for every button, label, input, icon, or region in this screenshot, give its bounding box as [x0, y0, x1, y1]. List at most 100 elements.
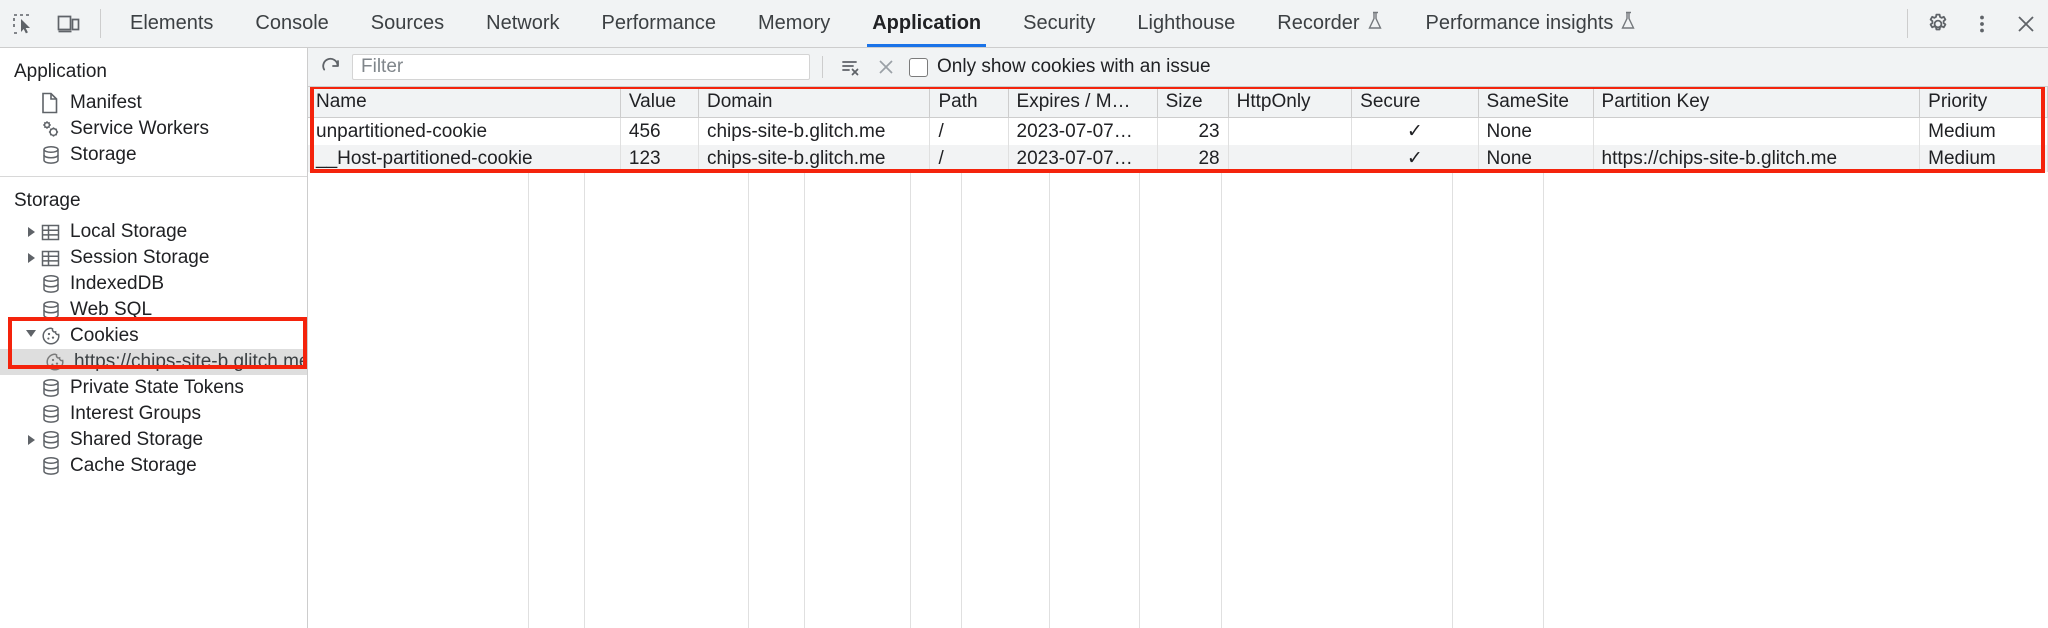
- filter-placeholder: Filter: [361, 56, 404, 77]
- cell-secure: ✓: [1351, 117, 1479, 145]
- sidebar-item-cookies[interactable]: Cookies: [0, 323, 307, 349]
- tab-lighthouse[interactable]: Lighthouse: [1116, 0, 1256, 47]
- cell-size: 28: [1157, 145, 1229, 172]
- sidebar-item-private-state-tokens[interactable]: Private State Tokens: [0, 375, 307, 401]
- sidebar-item-label: Session Storage: [70, 247, 210, 268]
- chevron-right-icon[interactable]: [22, 227, 40, 237]
- cell-value: 456: [620, 117, 699, 145]
- tab-label: Recorder: [1277, 12, 1360, 34]
- cookies-table: Name Value Domain Path Expires / M… Size…: [308, 87, 2048, 172]
- inspect-element-icon[interactable]: [0, 0, 46, 47]
- tab-performance[interactable]: Performance: [581, 0, 738, 47]
- cookies-table-wrapper: Name Value Domain Path Expires / M… Size…: [308, 87, 2048, 628]
- cell-domain: chips-site-b.glitch.me: [698, 117, 931, 145]
- column-header-name[interactable]: Name: [308, 87, 621, 118]
- manifest-document-icon: [40, 92, 66, 114]
- tab-memory[interactable]: Memory: [737, 0, 851, 47]
- sidebar-item-label: Storage: [70, 144, 137, 165]
- sidebar-item-local-storage[interactable]: Local Storage: [0, 219, 307, 245]
- sidebar-item-web-sql[interactable]: Web SQL: [0, 297, 307, 323]
- tab-label: Memory: [758, 12, 831, 34]
- chevron-down-icon[interactable]: [22, 330, 40, 342]
- cell-value: 123: [620, 145, 699, 172]
- tab-security[interactable]: Security: [1002, 0, 1116, 47]
- cell-path: /: [929, 117, 1009, 145]
- sidebar-item-session-storage[interactable]: Session Storage: [0, 245, 307, 271]
- chevron-right-icon[interactable]: [22, 253, 40, 263]
- tab-label: Elements: [130, 12, 214, 34]
- database-icon: [40, 144, 66, 166]
- cell-expires: 2023-07-07…: [1008, 145, 1158, 172]
- tab-label: Console: [255, 12, 329, 34]
- service-workers-gears-icon: [40, 118, 66, 140]
- column-header-priority[interactable]: Priority: [1919, 87, 2048, 118]
- sidebar-item-label: IndexedDB: [70, 273, 165, 294]
- tab-application[interactable]: Application: [851, 0, 1002, 47]
- sidebar-section-application: Application Manifest: [0, 48, 307, 176]
- sidebar-item-interest-groups[interactable]: Interest Groups: [0, 401, 307, 427]
- sidebar-item-storage[interactable]: Storage: [0, 142, 307, 168]
- column-header-expires[interactable]: Expires / M…: [1008, 87, 1158, 118]
- devtools-top-toolbar: Elements Console Sources Network Perform…: [0, 0, 2048, 48]
- close-icon[interactable]: [2004, 0, 2048, 47]
- tab-label: Network: [486, 12, 560, 34]
- tab-console[interactable]: Console: [234, 0, 349, 47]
- sidebar-section-title-application: Application: [14, 61, 107, 82]
- panel-tabs: Elements Console Sources Network Perform…: [109, 0, 1899, 47]
- cell-partition-key: [1593, 117, 1921, 145]
- application-sidebar: Application Manifest: [0, 48, 308, 628]
- clear-all-cookies-icon[interactable]: [835, 52, 865, 82]
- column-header-partition-key[interactable]: Partition Key: [1593, 87, 1921, 118]
- more-vertical-icon[interactable]: [1960, 0, 2004, 47]
- sidebar-item-service-workers[interactable]: Service Workers: [0, 116, 307, 142]
- cell-priority: Medium: [1919, 145, 2048, 172]
- tab-elements[interactable]: Elements: [109, 0, 234, 47]
- sidebar-item-shared-storage[interactable]: Shared Storage: [0, 427, 307, 453]
- tab-recorder[interactable]: Recorder: [1256, 0, 1404, 47]
- column-header-samesite[interactable]: SameSite: [1478, 87, 1594, 118]
- clear-filter-close-icon[interactable]: [871, 52, 901, 82]
- cell-domain: chips-site-b.glitch.me: [698, 145, 931, 172]
- table-empty-grid: [308, 171, 2048, 628]
- sidebar-section-storage: Storage Local Storage Session Storage: [0, 176, 307, 487]
- column-header-httponly[interactable]: HttpOnly: [1228, 87, 1353, 118]
- sidebar-item-cookie-origin[interactable]: https://chips-site-b.glitch.me: [0, 349, 307, 375]
- tab-label: Sources: [370, 12, 445, 34]
- sidebar-item-cache-storage[interactable]: Cache Storage: [0, 453, 307, 479]
- column-header-path[interactable]: Path: [929, 87, 1009, 118]
- tab-network[interactable]: Network: [465, 0, 580, 47]
- table-row[interactable]: unpartitioned-cookie 456 chips-site-b.gl…: [308, 117, 2048, 145]
- sidebar-item-label: Service Workers: [70, 118, 210, 139]
- sidebar-item-label: Shared Storage: [70, 429, 204, 450]
- tab-sources[interactable]: Sources: [350, 0, 465, 47]
- column-header-size[interactable]: Size: [1157, 87, 1229, 118]
- sidebar-item-label: Local Storage: [70, 221, 188, 242]
- column-header-domain[interactable]: Domain: [698, 87, 931, 118]
- filter-input[interactable]: Filter: [352, 54, 810, 80]
- refresh-icon[interactable]: [316, 52, 346, 82]
- tab-label: Application: [872, 12, 982, 34]
- sidebar-item-indexeddb[interactable]: IndexedDB: [0, 271, 307, 297]
- cookies-panel: Filter: [308, 48, 2048, 628]
- sidebar-section-title-storage: Storage: [14, 190, 81, 211]
- database-icon: [40, 455, 66, 477]
- cell-priority: Medium: [1919, 117, 2048, 145]
- checkbox-label: Only show cookies with an issue: [937, 56, 1211, 77]
- database-icon: [40, 377, 66, 399]
- sidebar-item-manifest[interactable]: Manifest: [0, 90, 307, 116]
- table-row[interactable]: __Host-partitioned-cookie 123 chips-site…: [308, 145, 2048, 172]
- gear-icon[interactable]: [1916, 0, 1960, 47]
- only-show-issue-cookies-checkbox[interactable]: Only show cookies with an issue: [909, 56, 1211, 78]
- cell-httponly: [1228, 117, 1353, 145]
- chevron-right-icon[interactable]: [22, 435, 40, 445]
- column-header-secure[interactable]: Secure: [1351, 87, 1479, 118]
- cell-path: /: [929, 145, 1009, 172]
- sidebar-item-label: Cache Storage: [70, 455, 197, 476]
- checkbox-box[interactable]: [909, 57, 928, 77]
- experiment-beaker-icon: [1620, 11, 1637, 36]
- column-header-value[interactable]: Value: [620, 87, 699, 118]
- device-toolbar-icon[interactable]: [46, 0, 92, 47]
- sidebar-item-label: Manifest: [70, 92, 142, 113]
- tab-performance-insights[interactable]: Performance insights: [1405, 0, 1659, 47]
